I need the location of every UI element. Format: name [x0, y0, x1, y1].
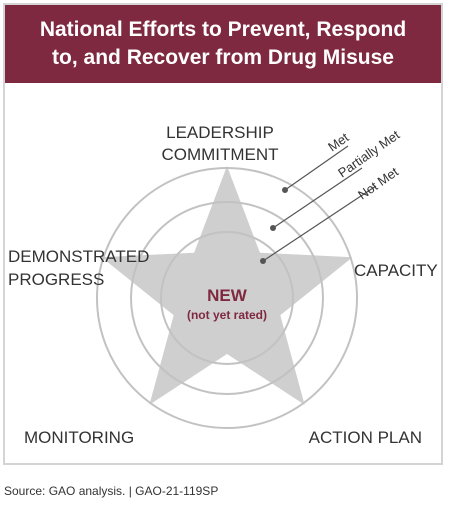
- met-leader-line: [284, 145, 349, 191]
- label-progress: PROGRESS: [8, 270, 104, 289]
- label-demonstrated: DEMONSTRATED: [8, 247, 149, 266]
- outer-ring-met: [96, 167, 358, 429]
- graphic-frame: National Efforts to Prevent, Respond to,…: [3, 3, 443, 465]
- legend-not-met: Not Met: [355, 164, 401, 203]
- not-met-leader-line: [262, 185, 377, 262]
- title-line-1: National Efforts to Prevent, Respond: [39, 18, 407, 41]
- partially-met-leader-line: [272, 167, 363, 229]
- label-monitoring: MONITORING: [24, 428, 134, 447]
- partially-met-leader-dot: [270, 225, 276, 231]
- center-sublabel: (not yet rated): [187, 308, 267, 322]
- star-shape: [101, 166, 353, 405]
- met-leader-dot: [282, 187, 288, 193]
- source-note: Source: GAO analysis. | GAO-21-119SP: [4, 484, 219, 498]
- middle-ring-partially-met: [130, 201, 324, 395]
- legend-met: Met: [325, 130, 352, 155]
- inner-ring-not-met: [160, 231, 294, 365]
- label-capacity: CAPACITY: [354, 261, 438, 280]
- title-bar: National Efforts to Prevent, Respond to,…: [5, 5, 441, 83]
- label-leadership: LEADERSHIP: [166, 123, 274, 142]
- label-action-plan: ACTION PLAN: [309, 428, 422, 447]
- title-line-2: to, and Recover from Drug Misuse: [52, 46, 394, 69]
- label-commitment: COMMITMENT: [161, 145, 278, 164]
- center-label: NEW: [207, 286, 248, 305]
- not-met-leader-dot: [260, 258, 266, 264]
